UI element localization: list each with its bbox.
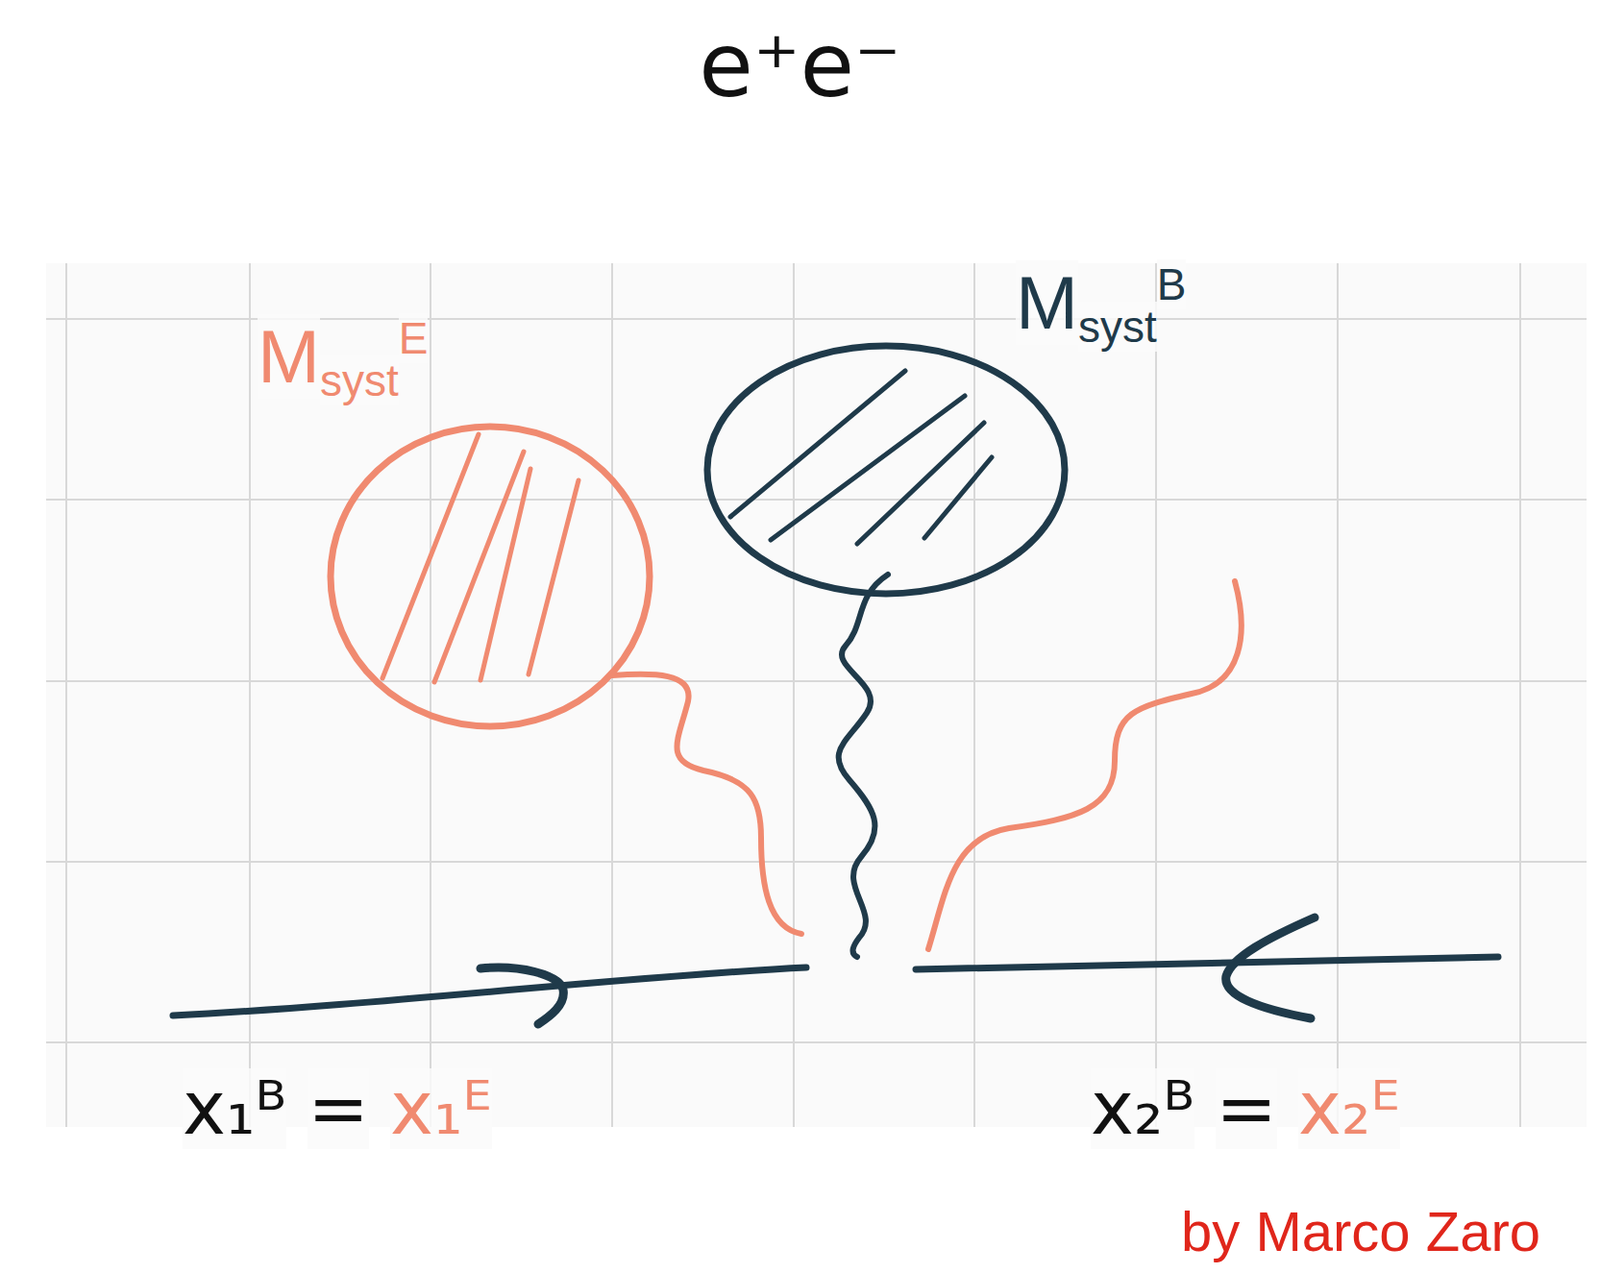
superscript: E <box>398 313 429 364</box>
arrow-chevron <box>1226 917 1315 1019</box>
photon-line <box>838 574 888 958</box>
blob-outline <box>330 426 650 727</box>
node-heading: MsystE <box>257 319 428 394</box>
symbol-letter: M <box>257 314 320 399</box>
momentum-fraction: x₂ᴮ <box>1090 1068 1195 1150</box>
title: e⁺e⁻ <box>0 17 1600 115</box>
photon-line <box>612 674 802 935</box>
subscript: syst <box>320 355 399 406</box>
author-credit: by Marco Zaro <box>1181 1201 1541 1263</box>
symbol-letter: M <box>1015 260 1079 345</box>
hatch-line <box>730 370 906 517</box>
blob-node: MsystB <box>703 342 1069 598</box>
hatch-line <box>924 457 992 539</box>
arrow-chevron <box>480 967 564 1025</box>
momentum-fraction: x₂ᴱ <box>1298 1068 1401 1150</box>
electron-line <box>172 967 807 1016</box>
momentum-fraction: = <box>1215 1068 1278 1150</box>
photon-line <box>928 581 1242 950</box>
hatch-line <box>434 451 524 683</box>
positron-line <box>915 957 1499 970</box>
hatch-line <box>857 422 985 544</box>
subscript: syst <box>1078 301 1157 352</box>
grid-lines <box>46 263 1587 1128</box>
blob-node: MsystE <box>326 422 654 731</box>
hatch-line <box>382 434 479 679</box>
momentum-fraction: x₁ᴮ <box>182 1068 287 1150</box>
equation-row: x₁ᴮ=x₁ᴱ <box>182 1068 493 1150</box>
momentum-fraction: = <box>307 1068 370 1150</box>
node-heading: MsystB <box>1015 265 1186 341</box>
hatch-line <box>528 480 579 675</box>
equation-row: x₂ᴮ=x₂ᴱ <box>1090 1068 1401 1150</box>
blob-shape <box>703 342 1069 598</box>
momentum-fraction: x₁ᴱ <box>390 1068 493 1150</box>
blob-shape <box>326 422 654 731</box>
superscript: B <box>1156 259 1187 310</box>
grid-ground <box>46 263 1587 1128</box>
hatch-line <box>480 468 531 681</box>
blob-outline <box>707 345 1065 594</box>
